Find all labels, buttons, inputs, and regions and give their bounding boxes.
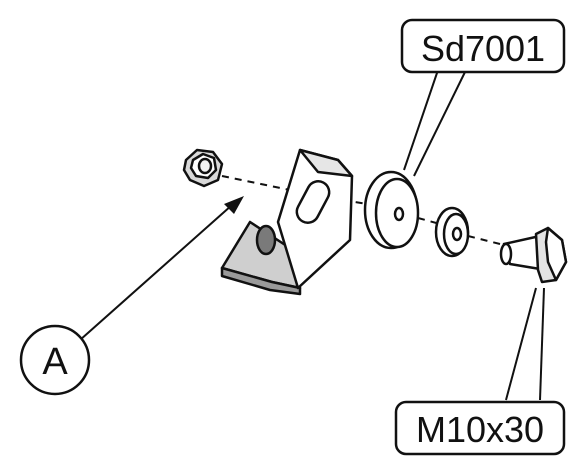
callout-a: A (19, 324, 91, 396)
axis-segment-washer-to-bolt (467, 235, 509, 247)
small-washer (434, 206, 470, 258)
label-m10x30: M10x30 (416, 409, 544, 450)
callout-m10x30: M10x30 (394, 400, 566, 456)
leader-a (79, 196, 244, 341)
axis-segment-nut-to-bracket (221, 175, 291, 191)
callout-sd7001: Sd7001 (400, 18, 566, 74)
hex-nut (182, 148, 224, 188)
leader-m10x30 (505, 287, 545, 401)
large-washer-sd7001 (363, 170, 420, 250)
label-a: A (42, 341, 68, 383)
bolt-m10x30 (499, 226, 568, 284)
leader-sd7001 (403, 69, 467, 177)
angle-bracket (220, 148, 354, 296)
label-sd7001: Sd7001 (421, 28, 545, 69)
